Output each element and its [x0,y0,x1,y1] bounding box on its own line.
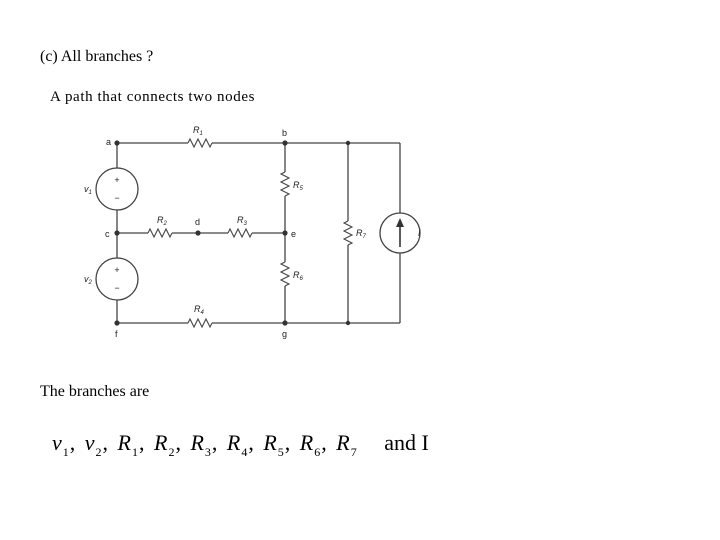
node-label-e: e [291,229,296,239]
label-i: I [418,228,421,238]
term-v1: v1, [52,430,76,459]
resistor-r5 [279,171,291,197]
term-v2: v2, [84,430,109,459]
resistor-r2 [147,227,173,239]
node-dot-a [114,140,120,146]
node-label-a: a [106,137,111,147]
arrow-up-icon [396,218,404,227]
subheading: A path that connects two nodes [50,89,256,105]
term-r1: R1, [117,430,145,459]
node-dot-d [195,230,201,236]
term-r2: R2, [153,430,181,459]
node-label-b: b [282,128,287,138]
junction-dot-1 [345,140,351,146]
resistor-r3 [227,227,253,239]
resistor-r1 [187,137,213,149]
term-r5: R5, [263,430,291,459]
node-label-d: d [195,217,200,227]
label-r6: R6 [293,270,304,282]
resistors [147,137,354,329]
node-dots [114,140,351,326]
node-dot-c [114,230,120,236]
node-dot-b [282,140,288,146]
voltage-source-v2: + − [95,257,139,301]
label-r4: R4 [194,304,205,316]
branches-intro: The branches are [40,383,150,400]
node-label-g: g [282,329,287,339]
node-label-c: c [105,229,110,239]
resistor-r4 [187,317,213,329]
label-r5: R5 [293,180,304,192]
svg-text:−: − [114,193,119,203]
voltage-source-v1: + − [95,167,139,211]
term-r7: R7 [336,430,357,459]
and-i-text: and I [384,430,429,455]
svg-text:+: + [114,175,119,185]
label-r7: R7 [356,228,367,240]
label-r1: R1 [193,125,203,137]
resistor-r6 [279,261,291,287]
term-r6: R6, [299,430,327,459]
node-label-f: f [115,329,118,339]
component-labels: v1 v2 R1 R2 R3 R4 R5 R6 R7 I [84,125,421,316]
svg-text:+: + [114,265,119,275]
label-r2: R2 [157,215,168,227]
heading: (c) All branches ? [40,48,154,65]
resistor-r7 [342,220,354,246]
label-v2: v2 [84,274,93,286]
current-source-i [379,212,421,254]
label-r3: R3 [237,215,248,227]
term-r4: R4, [226,430,254,459]
label-v1: v1 [84,184,92,196]
node-dot-g [282,320,288,326]
node-labels: a b c d e f g [105,128,296,339]
node-dot-e [282,230,288,236]
term-r3: R3, [190,430,218,459]
svg-text:−: − [114,283,119,293]
node-dot-f [114,320,120,326]
branch-equation: v1, v2, R1, R2, R3, R4, R5, R6, R7 and I [52,430,429,460]
junction-dot-2 [345,320,351,326]
